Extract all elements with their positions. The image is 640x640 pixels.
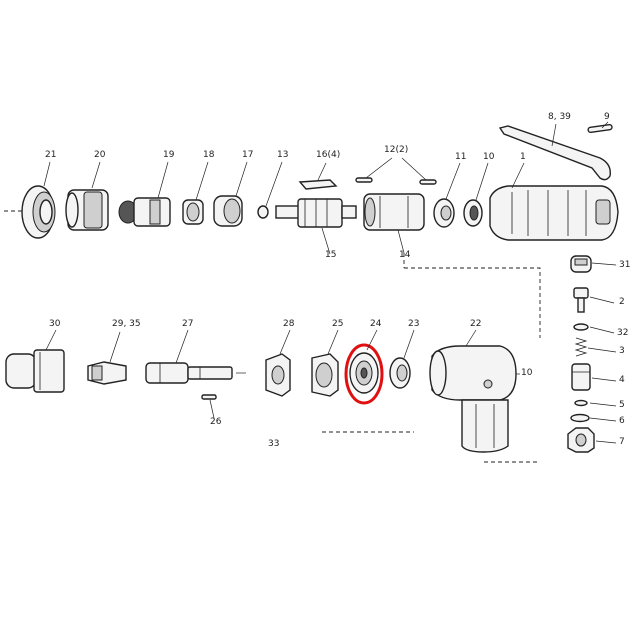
part-24-gear	[349, 352, 379, 394]
label-part-31: 31	[619, 260, 631, 270]
label-part-28: 28	[283, 319, 295, 329]
label-part-11: 11	[455, 152, 467, 162]
label-part-33: 33	[268, 439, 280, 449]
part-4-bushing	[571, 363, 591, 391]
label-part-10-top: 10	[483, 152, 495, 162]
part-8-39-lever	[498, 125, 611, 181]
part-20-coupling	[65, 189, 109, 231]
label-part-16: 16(4)	[316, 150, 341, 160]
highlight-circle-part-24	[344, 343, 384, 405]
label-part-23: 23	[408, 319, 420, 329]
part-31-cap	[570, 255, 592, 273]
label-part-13: 13	[277, 150, 289, 160]
part-18-bearing	[182, 199, 204, 225]
label-part-32: 32	[617, 328, 629, 338]
part-30-chuck	[5, 349, 65, 393]
part-9-pin	[587, 123, 613, 134]
part-5-ring	[574, 399, 588, 407]
label-part-8-39: 8, 39	[548, 112, 571, 122]
part-22-angle-head	[429, 345, 517, 453]
label-part-19: 19	[163, 150, 175, 160]
part-17-plate	[213, 195, 243, 227]
label-part-15: 15	[325, 250, 337, 260]
label-part-6: 6	[619, 416, 625, 426]
label-part-17: 17	[242, 150, 254, 160]
part-6-o-ring	[570, 413, 590, 423]
label-part-10-right: 10	[521, 368, 533, 378]
label-part-24: 24	[370, 319, 382, 329]
label-part-14: 14	[399, 250, 411, 260]
label-part-9: 9	[604, 112, 610, 122]
part-14-cylinder	[363, 193, 425, 231]
label-part-29-35: 29, 35	[112, 319, 141, 329]
label-part-5: 5	[619, 400, 625, 410]
label-part-2: 2	[619, 297, 625, 307]
label-part-7: 7	[619, 437, 625, 447]
label-part-27: 27	[182, 319, 194, 329]
label-part-22: 22	[470, 319, 482, 329]
part-23-bearing	[389, 357, 411, 389]
label-part-3: 3	[619, 346, 625, 356]
label-part-4: 4	[619, 375, 625, 385]
label-part-26: 26	[210, 417, 222, 427]
part-13-spacer	[257, 205, 269, 219]
part-29-35-collet	[87, 361, 127, 385]
label-part-21: 21	[45, 150, 57, 160]
part-11-bearing	[433, 198, 455, 228]
part-21-nut	[21, 185, 56, 239]
part-28-gear	[265, 353, 291, 397]
leader-lines	[43, 121, 617, 444]
part-15-rotor	[275, 198, 357, 228]
part-1-housing	[489, 185, 619, 241]
part-16-blades	[298, 179, 338, 190]
part-3-spring	[574, 337, 588, 357]
part-32-o-ring	[573, 323, 589, 331]
label-part-1: 1	[520, 152, 526, 162]
part-25-ring-gear	[311, 353, 339, 397]
part-26-key	[201, 394, 217, 400]
part-27-spindle	[145, 362, 246, 384]
part-12-pins	[355, 177, 437, 185]
part-2-valve	[573, 287, 589, 313]
label-part-18: 18	[203, 150, 215, 160]
label-part-30: 30	[49, 319, 61, 329]
label-part-25: 25	[332, 319, 344, 329]
part-19-fitting	[118, 197, 171, 227]
label-part-12: 12(2)	[384, 145, 409, 155]
part-10-ring	[463, 199, 483, 227]
label-part-20: 20	[94, 150, 106, 160]
part-7-nut	[567, 427, 595, 453]
